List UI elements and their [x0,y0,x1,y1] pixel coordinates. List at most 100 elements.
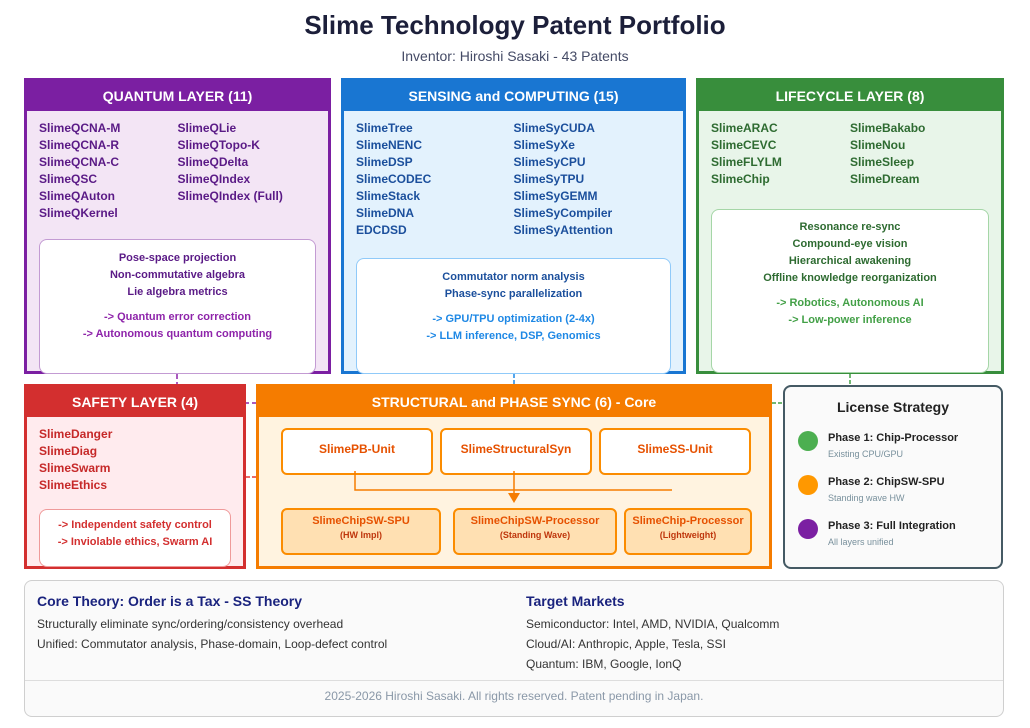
patent-item: SlimeStack [356,189,421,203]
feature-line: Compound-eye vision [792,238,908,250]
bottom-info-panel: Core Theory: Order is a Tax - SS Theory … [24,580,1004,717]
outcome-line: -> Robotics, Autonomous AI [776,297,924,309]
chip-box: SlimeChip-Processor (Lightweight) [624,508,752,555]
sensing-patent-list: SlimeTree SlimeSyCUDA SlimeNENC SlimeSyX… [356,121,671,238]
patent-item: SlimeQCNA-R [39,138,120,152]
patent-item: SlimeQIndex [177,172,251,186]
chip-subtitle: (HW Impl) [340,530,382,540]
core-unit-box: SlimeStructuralSyn [440,428,592,475]
patent-item: SlimeSyAttention [513,223,613,237]
patent-item: SlimeARAC [711,121,778,135]
lifecycle-patent-list: SlimeARAC SlimeBakabo SlimeCEVC SlimeNou… [711,121,989,187]
outcome-line: -> Independent safety control [58,519,212,531]
patent-item: SlimeSyTPU [513,172,585,186]
theory-line: Structurally eliminate sync/ordering/con… [37,617,344,631]
target-markets-section: Target Markets Semiconductor: Intel, AMD… [526,593,779,674]
unit-merge-line [354,471,672,491]
patent-item: SlimeCODEC [356,172,432,186]
feature-line: Resonance re-sync [799,221,901,233]
outcome-line: -> Quantum error correction [103,311,251,323]
outcome-line: -> LLM inference, DSP, Genomics [426,330,601,342]
patent-item: SlimeSleep [850,155,915,169]
patent-item: SlimeDNA [356,206,415,220]
core-unit-box: SlimePB-Unit [281,428,433,475]
patent-item: SlimeDiag [39,444,98,458]
patent-item: EDCDSD [356,223,407,237]
sensing-computing-panel: SENSING and COMPUTING (15) SlimeTree Sli… [341,78,686,374]
phase-1-dot-icon [798,431,818,451]
page-title: Slime Technology Patent Portfolio [304,10,726,40]
structural-phase-sync-title: STRUCTURAL and PHASE SYNC (6) - Core [259,387,769,417]
patent-item: SlimeSyCUDA [513,121,595,135]
core-flow-lines [354,471,672,503]
phase-2-dot-icon [798,475,818,495]
phase-3-dot-icon [798,519,818,539]
feature-line: Offline knowledge reorganization [763,272,937,284]
chip-name: SlimeChip-Processor [632,515,744,527]
market-line: Cloud/AI: Anthropic, Apple, Tesla, SSI [526,637,726,651]
outcome-line: -> GPU/TPU optimization (2-4x) [432,313,595,325]
sensing-summary-box: Commutator norm analysis Phase-sync para… [356,258,671,374]
feature-line: Commutator norm analysis [442,271,585,283]
sensing-computing-title: SENSING and COMPUTING (15) [344,81,683,111]
outcome-line: -> Autonomous quantum computing [82,328,273,340]
patent-item: SlimeQSC [39,172,98,186]
patent-item: SlimeSyCPU [513,155,586,169]
chip-name: SlimeChipSW-Processor [470,515,600,527]
core-theory-title: Core Theory: Order is a Tax - SS Theory [37,593,303,609]
market-line: Semiconductor: Intel, AMD, NVIDIA, Qualc… [526,617,780,631]
patent-item: SlimeQLie [177,121,237,135]
patent-item: SlimeQAuton [39,189,116,203]
target-markets-title: Target Markets [526,593,625,609]
license-phase: Phase 3: Full Integration All layers uni… [798,517,995,551]
patent-item: SlimeDSP [356,155,413,169]
license-strategy-panel: License Strategy Phase 1: Chip-Processor… [783,385,1003,569]
core-theory-section: Core Theory: Order is a Tax - SS Theory … [37,593,387,654]
safety-patent-list: SlimeDanger SlimeDiag SlimeSwarm SlimeEt… [39,427,231,493]
feature-line: Pose-space projection [118,252,237,264]
quantum-patent-list: SlimeQCNA-M SlimeQLie SlimeQCNA-R SlimeQ… [39,121,316,221]
quantum-summary-box: Pose-space projection Non-commutative al… [39,239,316,374]
feature-line: Lie algebra metrics [127,286,228,298]
flow-arrow-icon [508,493,520,503]
footer-divider [25,680,1003,681]
patent-item: SlimeCEVC [711,138,777,152]
phase-sub: All layers unified [828,537,894,547]
lifecycle-layer-panel: LIFECYCLE LAYER (8) SlimeARAC SlimeBakab… [696,78,1004,374]
market-line: Quantum: IBM, Google, IonQ [526,657,682,671]
license-phase: Phase 1: Chip-Processor Existing CPU/GPU [798,429,995,463]
chip-subtitle: (Standing Wave) [499,530,571,540]
chip-name: SlimeChipSW-SPU [312,515,410,527]
phase-label: Phase 3: Full Integration [828,520,956,532]
patent-item: SlimeQCNA-C [39,155,120,169]
patent-item: SlimeSyXe [513,138,575,152]
patent-item: SlimeDanger [39,427,113,441]
feature-line: Non-commutative algebra [109,269,246,281]
license-strategy-title: License Strategy [836,399,950,415]
patent-item: SlimeSwarm [39,461,111,475]
license-phase: Phase 2: ChipSW-SPU Standing wave HW [798,473,995,507]
patent-item: SlimeNou [850,138,906,152]
quantum-layer-title: QUANTUM LAYER (11) [27,81,328,111]
safety-summary-box: -> Independent safety control -> Inviola… [39,509,231,567]
lifecycle-summary-box: Resonance re-sync Compound-eye vision Hi… [711,209,989,373]
patent-item: SlimeQDelta [177,155,249,169]
page-subtitle: Inventor: Hiroshi Sasaki - 43 Patents [401,48,629,64]
phase-sub: Standing wave HW [828,493,905,503]
phase-sub: Existing CPU/GPU [828,449,904,459]
patent-item: SlimeQKernel [39,206,118,220]
patent-item: SlimeFLYLM [711,155,782,169]
chip-box: SlimeChipSW-Processor (Standing Wave) [453,508,617,555]
patent-item: SlimeQCNA-M [39,121,121,135]
patent-item: SlimeChip [711,172,770,186]
safety-layer-panel: SAFETY LAYER (4) SlimeDanger SlimeDiag S… [24,384,246,569]
feature-line: Phase-sync parallelization [444,288,583,300]
patent-item: SlimeQIndex (Full) [177,189,283,203]
lifecycle-layer-title: LIFECYCLE LAYER (8) [699,81,1001,111]
quantum-layer-panel: QUANTUM LAYER (11) SlimeQCNA-M SlimeQLie… [24,78,331,374]
theory-line: Unified: Commutator analysis, Phase-doma… [37,637,388,651]
phase-label: Phase 1: Chip-Processor [828,432,959,444]
patent-item: SlimeTree [356,121,413,135]
patent-item: SlimeEthics [39,478,108,492]
patent-item: SlimeDream [850,172,920,186]
